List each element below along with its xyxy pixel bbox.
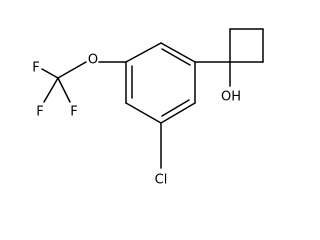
structure-canvas: F F F O OH Cl: [32, 28, 264, 188]
cf-bond-bottom: [57, 77, 71, 103]
hydroxyl-label: OH: [221, 90, 241, 105]
atom-labels: F F F O OH Cl: [32, 53, 241, 188]
oxygen-cf3-bond: [57, 61, 87, 79]
bonds: [41, 28, 264, 169]
molecule-diagram: F F F O OH Cl: [32, 28, 264, 188]
fluorine-label-top: F: [32, 61, 39, 76]
ring-bond-4: [125, 102, 162, 124]
cf-bond-top: [41, 68, 59, 79]
ring-bond-6: [125, 42, 162, 63]
ring-double-bond-1: [161, 48, 191, 66]
fluorine-label-left: F: [36, 105, 43, 120]
ring-double-bond-2: [161, 99, 190, 117]
oxygen-label: O: [88, 53, 98, 68]
fluorine-label-bottom: F: [70, 105, 77, 120]
cf-bond-left: [43, 77, 59, 103]
chlorine-label: Cl: [155, 173, 168, 188]
ring-bond-3: [160, 102, 196, 124]
ring-bond-1: [160, 42, 196, 63]
